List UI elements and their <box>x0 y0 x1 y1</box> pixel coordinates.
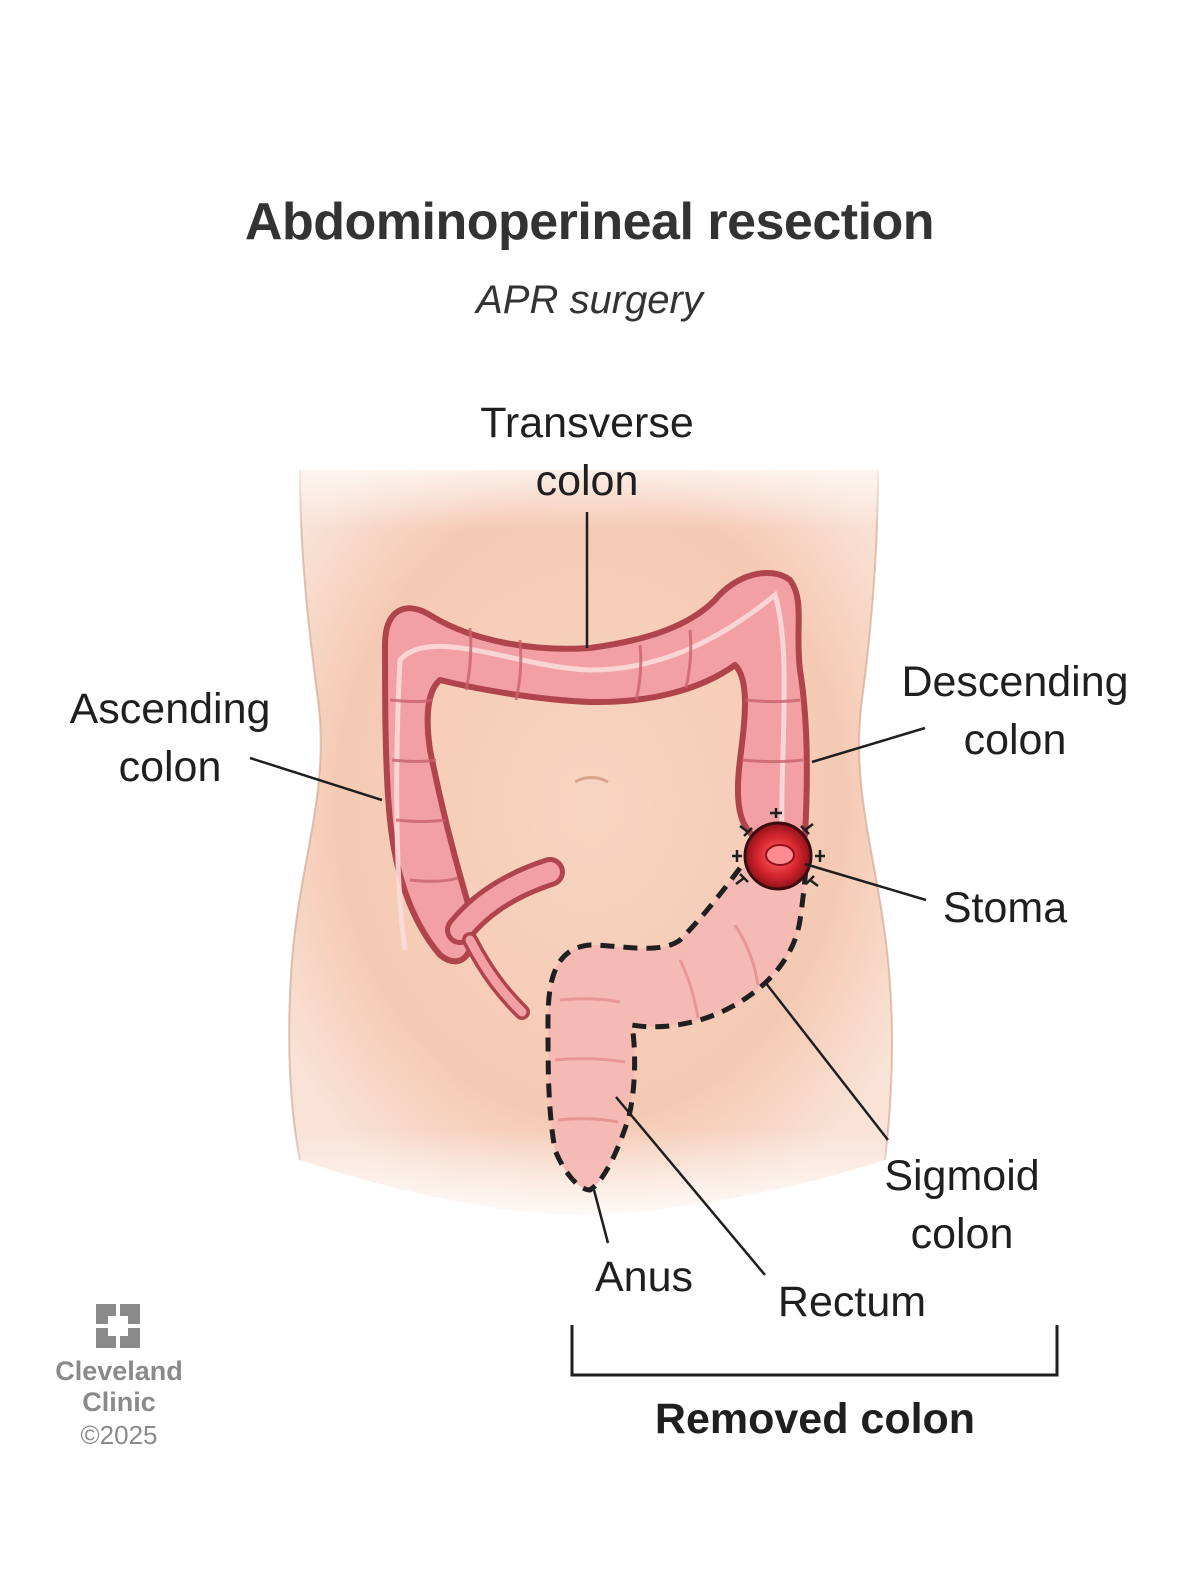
label-ascending-colon: Ascending colon <box>58 680 282 796</box>
page-title: Abdominoperineal resection <box>0 192 1179 252</box>
label-removed-colon: Removed colon <box>640 1390 990 1448</box>
removed-bracket <box>572 1325 1057 1375</box>
label-transverse-line1: Transverse <box>470 394 704 452</box>
label-sigmoid-colon: Sigmoid colon <box>870 1147 1054 1263</box>
brand-copyright: ©2025 <box>44 1418 194 1452</box>
label-anus: Anus <box>586 1248 702 1306</box>
label-sigmoid-line2: colon <box>870 1205 1054 1263</box>
page-subtitle: APR surgery <box>0 278 1179 323</box>
label-rectum: Rectum <box>768 1273 936 1331</box>
brand-name-line1: Cleveland <box>44 1356 194 1387</box>
brand-block: Cleveland Clinic ©2025 <box>44 1300 194 1452</box>
label-descending-colon: Descending colon <box>890 653 1140 769</box>
brand-name-line2: Clinic <box>44 1387 194 1418</box>
label-descending-line2: colon <box>890 711 1140 769</box>
label-ascending-line2: colon <box>58 738 282 796</box>
label-transverse-line2: colon <box>470 452 704 510</box>
label-ascending-line1: Ascending <box>58 680 282 738</box>
label-descending-line1: Descending <box>890 653 1140 711</box>
label-transverse-colon: Transverse colon <box>470 394 704 510</box>
label-stoma: Stoma <box>932 879 1078 937</box>
label-sigmoid-line1: Sigmoid <box>870 1147 1054 1205</box>
